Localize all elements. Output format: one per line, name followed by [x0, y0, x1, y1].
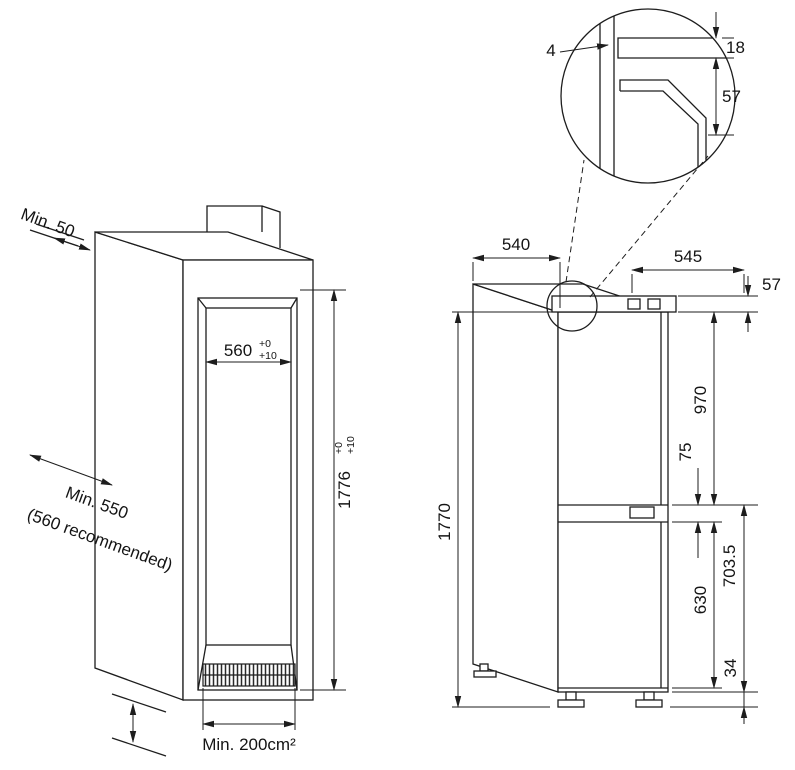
dim-appliance-height: 1770: [435, 311, 552, 708]
niche-width-tol-lower: +10: [259, 350, 277, 362]
appliance-body: [472, 283, 677, 693]
cabinet-depth-value: 540: [502, 235, 530, 254]
detail-marker-circle: [546, 280, 598, 332]
cabinet-body: [94, 205, 314, 701]
appliance-view: 540 545 57 1770 970: [435, 155, 781, 724]
niche-height-tol-upper: +0: [333, 442, 345, 454]
middle-hinge-block: [629, 506, 655, 519]
dim-door-top-thickness: 57: [678, 275, 781, 332]
dim-upper-door: 970: [672, 311, 758, 506]
detail-gap-value: 4: [546, 41, 555, 60]
dim-lower-panel: 703.5: [672, 504, 758, 693]
appliance-feet: [473, 663, 663, 708]
niche-height-value: 1776: [335, 471, 354, 509]
upper-door-height-value: 970: [691, 386, 710, 414]
top-hinge-block: [627, 298, 641, 310]
dim-plinth-height: 34: [670, 659, 758, 724]
lower-door-height-value: 630: [691, 586, 710, 614]
appliance-height-value: 1770: [435, 503, 454, 541]
built-in-cabinet-view: Min. 50 560 +0 +10 1776 +0 +10 Min. 550: [18, 204, 357, 757]
vent-area-label: Min. 200cm²: [202, 735, 296, 754]
floor-lines: [111, 693, 167, 757]
plinth-height-value: 34: [721, 659, 740, 678]
ventilation-grille: [202, 663, 296, 687]
detail-door-thickness-value: 57: [722, 87, 741, 106]
hinge-gap-value: 75: [676, 443, 695, 462]
dim-wall-clearance: Min. 50: [18, 204, 91, 251]
niche-width-value: 560: [224, 341, 252, 360]
detail-view: 4 18 57: [546, 8, 745, 184]
dim-niche-height: 1776 +0 +10: [300, 289, 357, 691]
dim-niche-width: 560 +0 +10: [205, 338, 292, 366]
dim-hinge-gap: 75: [672, 443, 722, 558]
niche-height-tol-lower: +10: [345, 436, 357, 454]
dim-appliance-depth: 545: [631, 247, 745, 293]
detail-section: [599, 9, 735, 183]
door-top-thickness-value: 57: [762, 275, 781, 294]
detail-callout: [546, 155, 709, 332]
dim-vent-area: Min. 200cm²: [202, 688, 296, 754]
detail-circle: [560, 8, 736, 184]
detail-clearance-value: 18: [726, 38, 745, 57]
detail-dims: 4 18 57: [546, 12, 745, 136]
niche-width-tol-upper: +0: [259, 338, 271, 350]
appliance-depth-value: 545: [674, 247, 702, 266]
dim-lower-door: 630: [672, 521, 722, 689]
lower-panel-height-value: 703.5: [720, 545, 739, 588]
dim-cabinet-depth: 540: [472, 235, 561, 308]
top-hinge-block-2: [647, 298, 661, 310]
